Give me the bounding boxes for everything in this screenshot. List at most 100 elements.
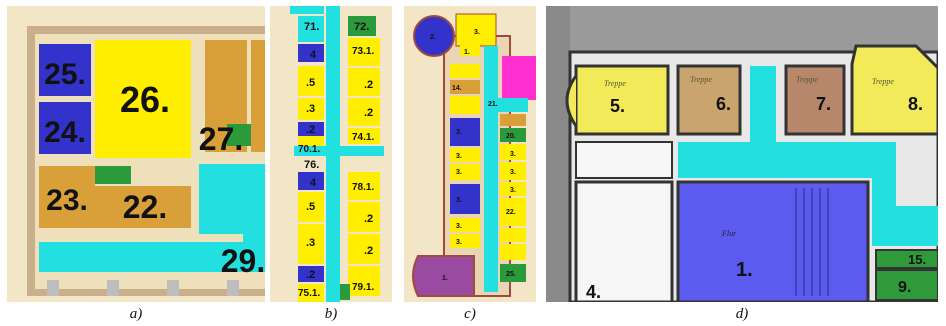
label-c: 3.: [510, 169, 516, 176]
room-8: [850, 44, 938, 136]
room-c-yellow: [500, 228, 526, 242]
label-2: .2: [306, 269, 315, 281]
room-9: [875, 269, 938, 301]
room-4: [574, 180, 674, 302]
room-74-1: [348, 128, 380, 144]
caption-d: d): [735, 306, 749, 322]
panel-d: 5. Treppe 6. Treppe 7. Treppe 8. Treppe …: [546, 6, 938, 302]
floorplan-b: 71. 4 .5 .3 .2 70.1. 76. 4 .5 .3 .2 75.1…: [270, 6, 392, 302]
room-25-label: 25.: [44, 58, 86, 91]
room-b-yellow: [348, 68, 380, 96]
label-c: 3.: [456, 129, 462, 136]
room-70-1: [298, 136, 324, 146]
room-7: [784, 64, 846, 136]
label-74-1: 74.1.: [352, 132, 374, 143]
label-72: 72.: [354, 21, 369, 33]
room-c-yellow: [500, 244, 526, 260]
label-2: .2: [364, 79, 373, 91]
label-3: .3: [306, 103, 315, 115]
label-2: .2: [364, 107, 373, 119]
label-c: 3.: [456, 153, 462, 160]
label-2: .2: [306, 124, 315, 136]
room-d-white: [575, 141, 673, 179]
label-4: 4: [310, 177, 317, 189]
panel-a: 25. 26. 24. 27. 23. 22. 29.: [7, 6, 265, 302]
room-22-label: 22.: [123, 189, 167, 225]
label-c: 3.: [510, 151, 516, 158]
label-c: 3.: [474, 29, 480, 36]
corridor-top: [290, 6, 324, 14]
corridor-branch: [498, 98, 528, 112]
room-75-1: [298, 284, 324, 302]
corridor-vertical: [750, 66, 776, 146]
corridor-horizontal: [678, 142, 896, 178]
room-29: [39, 242, 265, 272]
room-71: [298, 16, 324, 42]
outside-hatched: [546, 6, 938, 52]
label-c: 21.: [488, 101, 498, 108]
room-b-blue: [298, 266, 324, 282]
label-c: 3.: [456, 239, 462, 246]
caption-b: b): [324, 306, 338, 322]
room-24-label: 24.: [44, 116, 86, 149]
room-9-label: 9.: [898, 279, 911, 296]
room-27-area-edge: [251, 40, 265, 152]
label-c: 3.: [456, 169, 462, 176]
handwritten-text: Flur: [721, 229, 737, 238]
room-22: [500, 198, 526, 226]
label-2: .2: [364, 245, 373, 257]
room-26-label: 26.: [120, 79, 170, 120]
room-20: [500, 128, 526, 142]
column: [167, 280, 179, 296]
room-25: [500, 264, 526, 282]
room-14: [450, 80, 480, 94]
corridor-horizontal: [294, 146, 384, 156]
room-b-blue: [298, 172, 324, 190]
room-c-yellow: [500, 144, 526, 160]
room-c-yellow: [500, 182, 526, 196]
stair-lines: [795, 188, 829, 296]
room-4-label: 4.: [586, 282, 601, 302]
label-5: .5: [306, 77, 315, 89]
panel-c: 2. 3. 1. 14. 21. 3. 3. 3. 3. 20. 3. 3. 3…: [404, 6, 536, 302]
room-b-yellow: [298, 192, 324, 222]
label-c: 1.: [442, 275, 448, 282]
magenta-room: [502, 56, 536, 100]
label-78-1: 78.1.: [352, 182, 374, 193]
room-c-orange: [500, 114, 526, 126]
label-73-1: 73.1.: [352, 46, 374, 57]
room-22: [95, 186, 191, 228]
label-c: 22.: [506, 209, 516, 216]
label-76: 76.: [304, 159, 319, 171]
label-c: 3.: [456, 223, 462, 230]
stair-area-edge: [243, 164, 265, 260]
room-b-yellow: [348, 234, 380, 264]
floorplan-a: 25. 26. 24. 27. 23. 22. 29.: [7, 6, 265, 302]
floorplan-c: 2. 3. 1. 14. 21. 3. 3. 3. 3. 20. 3. 3. 3…: [404, 6, 536, 302]
label-5: .5: [306, 201, 315, 213]
room-7-label: 7.: [816, 94, 831, 114]
room-1: [676, 180, 870, 302]
label-75-1: 75.1.: [298, 288, 320, 299]
room-5-bay: [565, 75, 578, 127]
floorplan-d: 5. Treppe 6. Treppe 7. Treppe 8. Treppe …: [546, 6, 938, 302]
column: [47, 280, 59, 296]
round-room-blue: [413, 15, 455, 57]
label-c: 3.: [456, 197, 462, 204]
label-3: .3: [306, 237, 315, 249]
caption-c: c): [464, 306, 476, 322]
room-c-blue: [450, 184, 480, 214]
room-24: [39, 102, 91, 154]
label-79-1: 79.1.: [352, 282, 374, 293]
room-c-yellow: [460, 44, 480, 56]
column: [107, 280, 119, 296]
label-c: 3.: [510, 187, 516, 194]
label-71: 71.: [304, 21, 319, 33]
label-70-1: 70.1.: [298, 144, 320, 155]
handwritten-text: Treppe: [796, 75, 818, 84]
handwritten-text: Treppe: [690, 75, 712, 84]
room-26: [95, 40, 191, 158]
handwritten-text: Treppe: [872, 77, 894, 86]
room-25: [39, 44, 91, 96]
room-6: [676, 64, 742, 136]
